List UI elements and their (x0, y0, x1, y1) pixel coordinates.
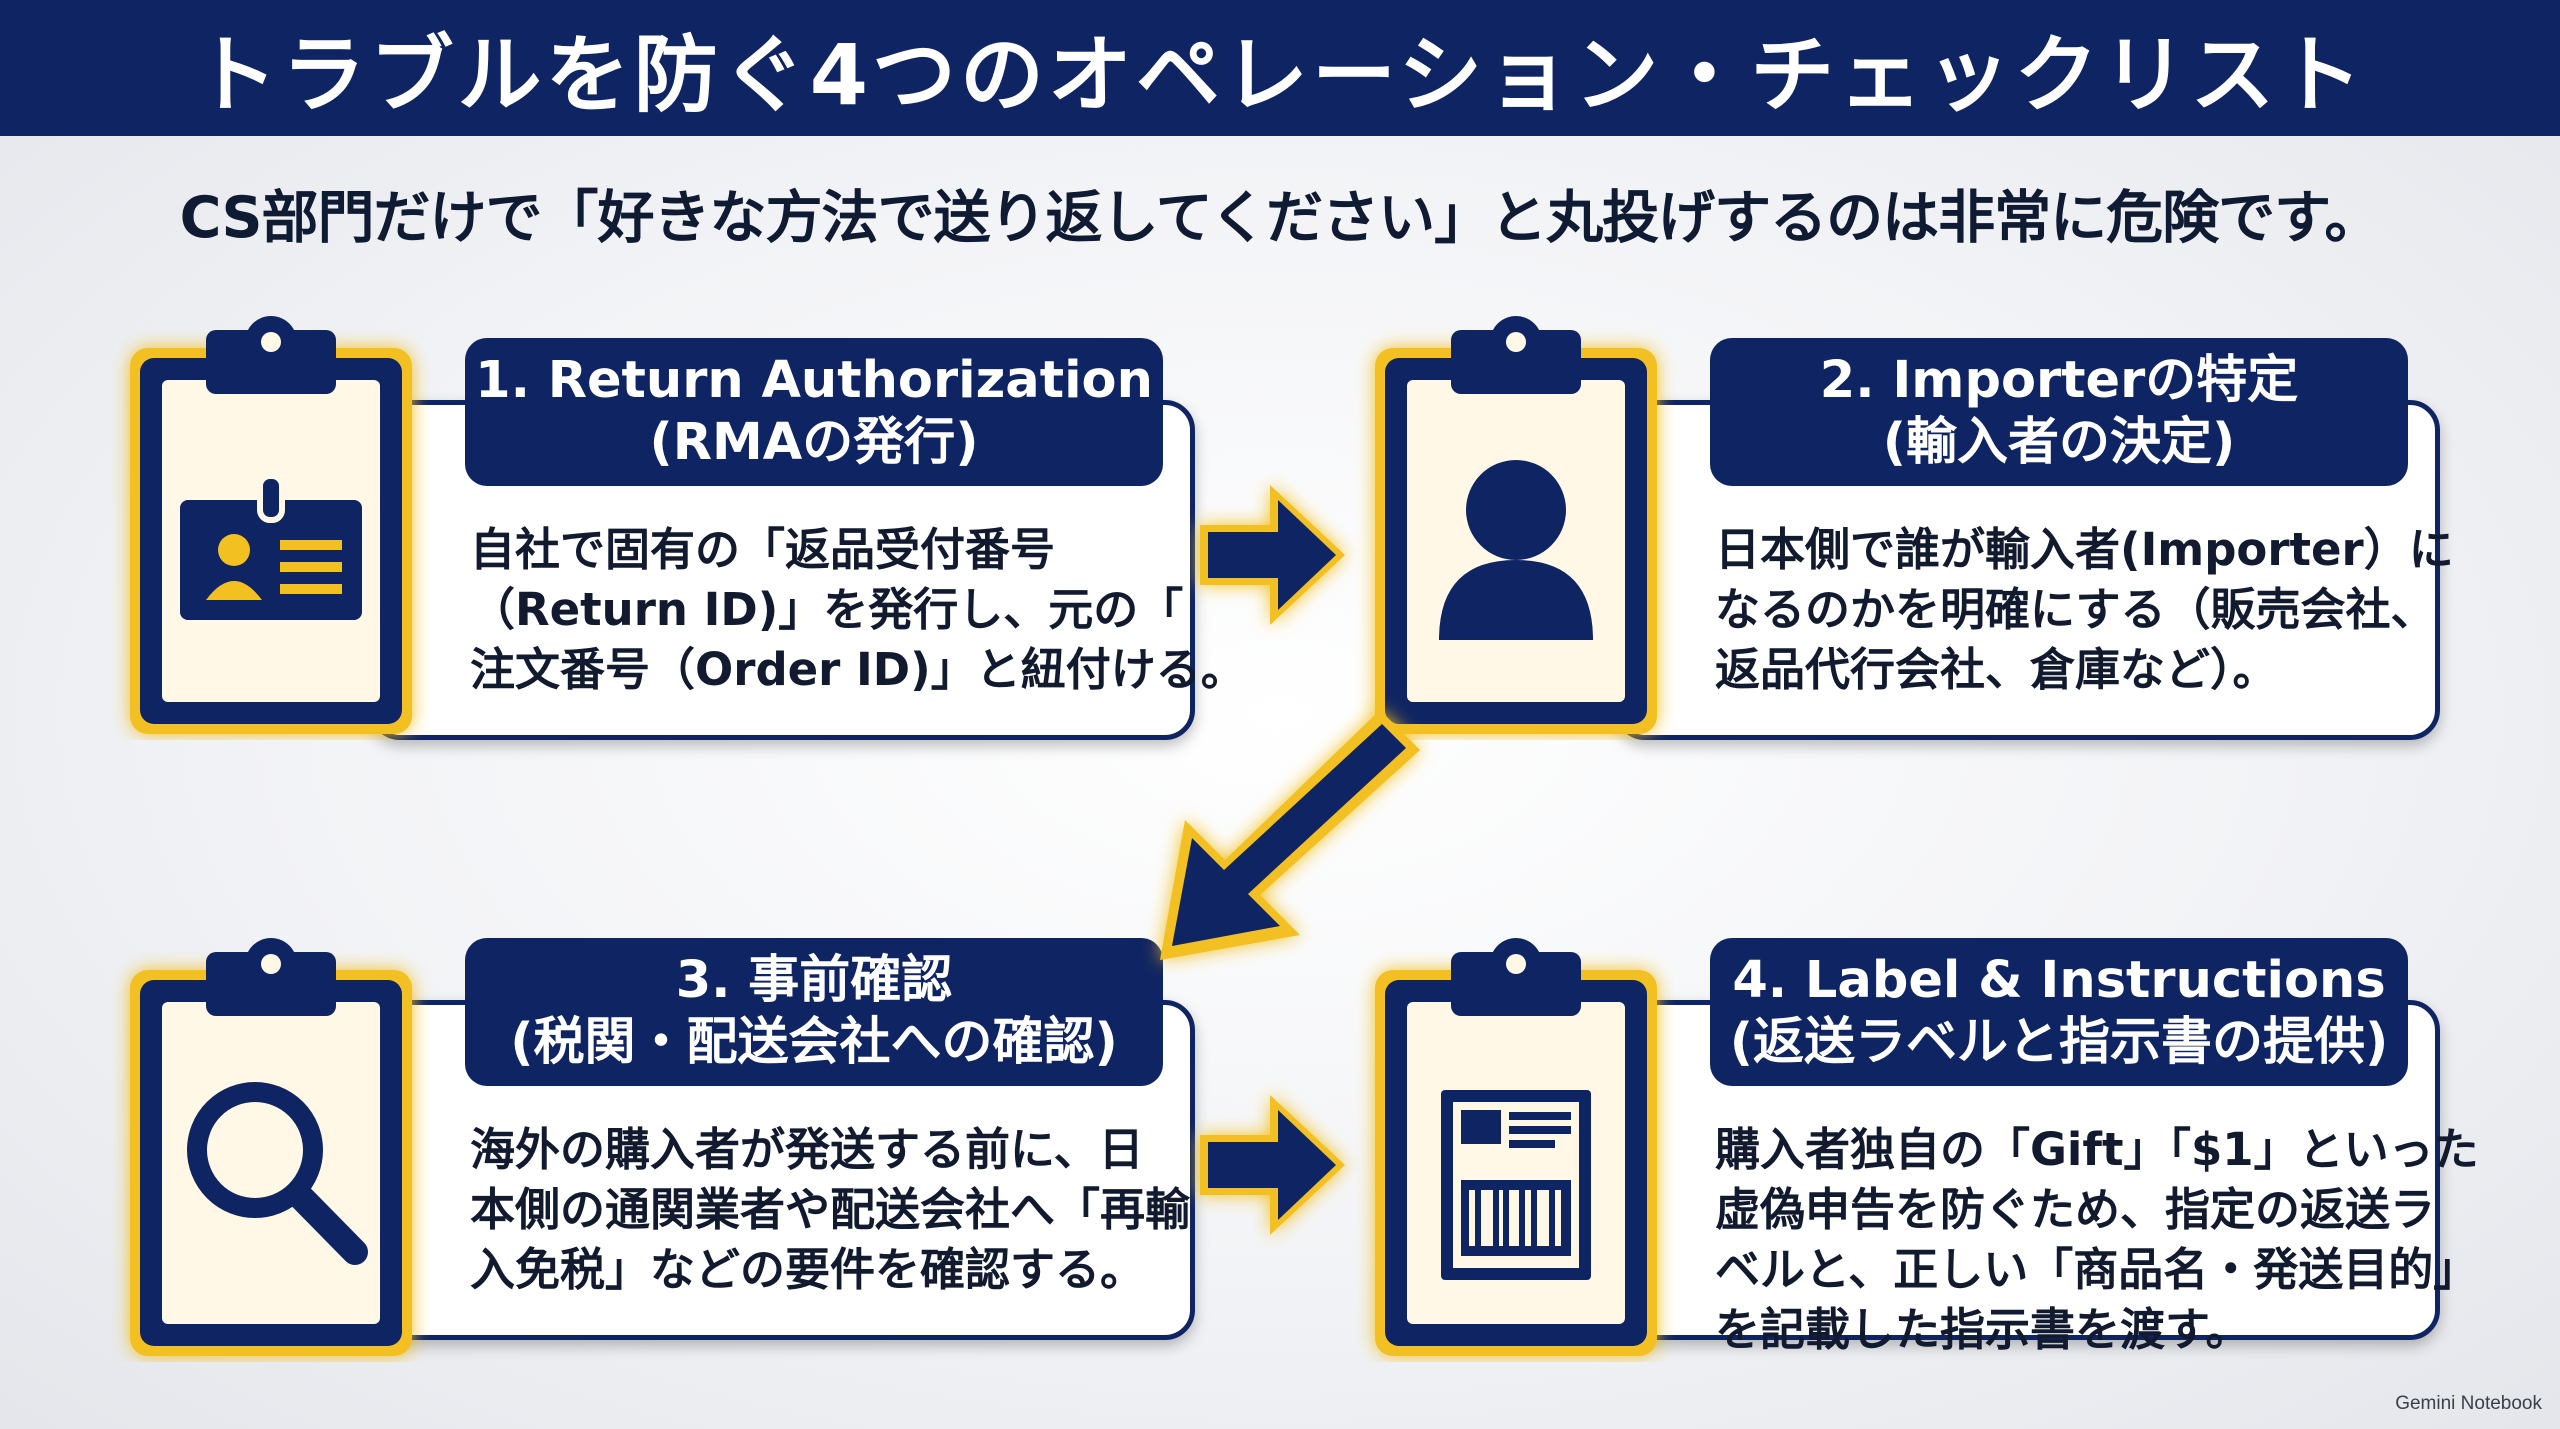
step-card-1: 1. Return Authorization (RMAの発行) 自社で固有の「… (120, 338, 1246, 746)
description-line: なるのかを明確にする（販売会社、 (1715, 583, 2436, 636)
clipboard-icon (130, 316, 412, 734)
description-line: 購入者独自の「Gift」「$1」といった (1715, 1123, 2479, 1176)
magnifier-icon (187, 1082, 368, 1265)
step-description: 海外の購入者が発送する前に、日 本側の通関業者や配送会社へ「再輸 入免税」などの… (470, 1120, 1191, 1300)
step-subheading: (返送ラベルと指示書の提供) (1729, 1013, 2389, 1072)
description-line: 本側の通関業者や配送会社へ「再輸 (470, 1183, 1191, 1236)
step-subheading: (税関・配送会社への確認) (510, 1013, 1118, 1072)
step-description: 自社で固有の「返品受付番号 （Return ID)」を発行し、元の「 注文番号（… (470, 520, 1246, 700)
description-line: 返品代行会社、倉庫など）。 (1715, 643, 2278, 696)
step-heading: 1. Return Authorization (475, 351, 1153, 410)
description-line: 日本側で誰が輸入者(Importer）に (1715, 523, 2454, 576)
description-line: 注文番号（Order ID)」と紐付ける。 (470, 643, 1246, 696)
step-subheading: (輸入者の決定) (1882, 413, 2236, 472)
step-header: 1. Return Authorization (RMAの発行) (465, 338, 1163, 486)
description-line: 入免税」などの要件を確認する。 (470, 1243, 1146, 1296)
description-line: 海外の購入者が発送する前に、日 (470, 1123, 1144, 1176)
description-line: （Return ID)」を発行し、元の「 (470, 583, 1184, 636)
arrow-diagonal-icon (1160, 710, 1420, 960)
description-line: 自社で固有の「返品受付番号 (470, 523, 1056, 576)
clipboard-icon (130, 938, 412, 1356)
arrow-right-icon (1200, 485, 1345, 625)
person-icon (1439, 460, 1593, 640)
step-card-4: 4. Label & Instructions (返送ラベルと指示書の提供) 購… (1365, 938, 2479, 1356)
step-heading: 2. Importerの特定 (1819, 351, 2299, 410)
step-heading: 4. Label & Instructions (1732, 951, 2386, 1010)
title-bar: トラブルを防ぐ4つのオペレーション・チェックリスト (0, 0, 2560, 136)
clipboard-icon (1375, 938, 1657, 1356)
step-heading: 3. 事前確認 (675, 951, 953, 1010)
clipboard-icon (1375, 316, 1657, 734)
subtitle: CS部門だけで「好きな方法で送り返してください」と丸投げするのは非常に危険です。 (179, 185, 2382, 251)
description-line: を記載した指示書を渡す。 (1715, 1303, 2251, 1356)
description-line: 虚偽申告を防ぐため、指定の返送ラ (1715, 1183, 2436, 1236)
step-card-3: 3. 事前確認 (税関・配送会社への確認) 海外の購入者が発送する前に、日 本側… (120, 938, 1195, 1346)
page-title: トラブルを防ぐ4つのオペレーション・チェックリスト (193, 25, 2367, 124)
step-subheading: (RMAの発行) (649, 413, 979, 472)
watermark: Gemini Notebook (2395, 1393, 2542, 1414)
step-description: 購入者独自の「Gift」「$1」といった 虚偽申告を防ぐため、指定の返送ラ ベル… (1715, 1120, 2479, 1360)
step-header: 3. 事前確認 (税関・配送会社への確認) (465, 938, 1163, 1086)
id-card-icon (180, 473, 362, 620)
step-description: 日本側で誰が輸入者(Importer）に なるのかを明確にする（販売会社、 返品… (1715, 520, 2454, 700)
step-header: 4. Label & Instructions (返送ラベルと指示書の提供) (1710, 938, 2408, 1086)
description-line: ベルと、正しい「商品名・発送目的」 (1715, 1243, 2479, 1296)
step-header: 2. Importerの特定 (輸入者の決定) (1710, 338, 2408, 486)
step-card-2: 2. Importerの特定 (輸入者の決定) 日本側で誰が輸入者(Import… (1365, 338, 2454, 746)
shipping-label-icon (1441, 1090, 1591, 1280)
arrow-right-icon (1200, 1095, 1345, 1235)
